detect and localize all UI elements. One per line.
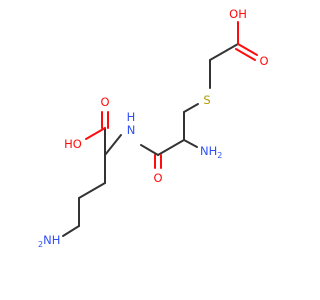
bonds <box>62 21 258 237</box>
bond-cooh-top-c-ch2 <box>209 43 239 61</box>
label-amide-n: N <box>127 123 136 137</box>
atom-labels: OH O S O HO H N NH2 O 2NH <box>38 7 269 249</box>
bond-calpha-carbonyl <box>157 139 185 156</box>
label-carboxyl-top-o: O <box>259 54 268 68</box>
bond-chain-4 <box>62 225 80 237</box>
molecule-structure: OH O S O HO H N NH2 O 2NH <box>38 7 269 249</box>
label-amide-o: O <box>153 171 162 185</box>
label-carboxyl-top-oh: OH <box>229 7 247 21</box>
bond-chain-2 <box>78 182 106 199</box>
label-amide-h: H <box>127 110 136 124</box>
bond-cooh-top-co-b <box>235 48 256 61</box>
bond-cooh-top-co-a <box>237 43 258 56</box>
bond-s-ch2-lower <box>183 103 199 113</box>
label-terminal-amine: 2NH <box>38 233 60 249</box>
label-alpha-amine: NH2 <box>200 144 222 160</box>
bond-lys-cooh-oh <box>85 127 106 140</box>
bond-calpha-nh2 <box>183 139 198 148</box>
bond-n-lys-alpha <box>104 134 122 156</box>
label-carboxyl-left-o: O <box>100 95 109 109</box>
bond-carbonyl-n <box>140 144 159 156</box>
label-sulfur: S <box>203 93 210 107</box>
label-carboxyl-left-ho: HO <box>64 137 82 151</box>
